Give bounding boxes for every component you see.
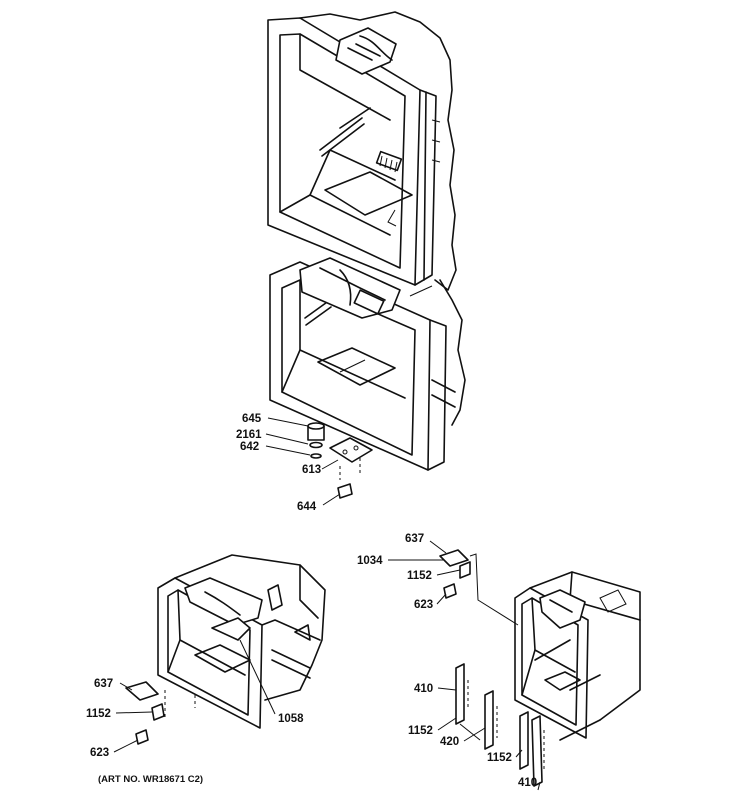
label-right-410-left: 410 <box>414 683 433 695</box>
label-645: 645 <box>242 413 262 425</box>
lower-liner-assembly <box>269 257 466 499</box>
label-613: 613 <box>302 464 321 476</box>
right-liner-assembly <box>439 549 641 787</box>
upper-liner-assembly <box>267 11 457 291</box>
art-number: (ART NO. WR18671 C2) <box>98 774 203 785</box>
label-left-623: 623 <box>90 747 109 759</box>
label-right-637: 637 <box>405 533 424 545</box>
label-right-410-right: 410 <box>518 777 537 789</box>
label-1034: 1034 <box>357 555 383 567</box>
label-right-1152-mid: 1152 <box>408 725 433 737</box>
label-left-1152: 1152 <box>86 708 111 720</box>
part-labels: 645 2161 642 613 644 637 1152 623 1058 6… <box>86 413 537 789</box>
label-642: 642 <box>240 441 259 453</box>
label-1058: 1058 <box>278 713 304 725</box>
label-420: 420 <box>440 736 459 748</box>
label-right-1152-top: 1152 <box>407 570 432 582</box>
left-liner-assembly <box>125 554 326 745</box>
label-right-623: 623 <box>414 599 433 611</box>
label-644: 644 <box>297 501 317 513</box>
label-right-1152-low: 1152 <box>487 752 512 764</box>
leader-lines <box>113 417 541 791</box>
label-left-637: 637 <box>94 678 113 690</box>
label-2161: 2161 <box>236 429 262 441</box>
